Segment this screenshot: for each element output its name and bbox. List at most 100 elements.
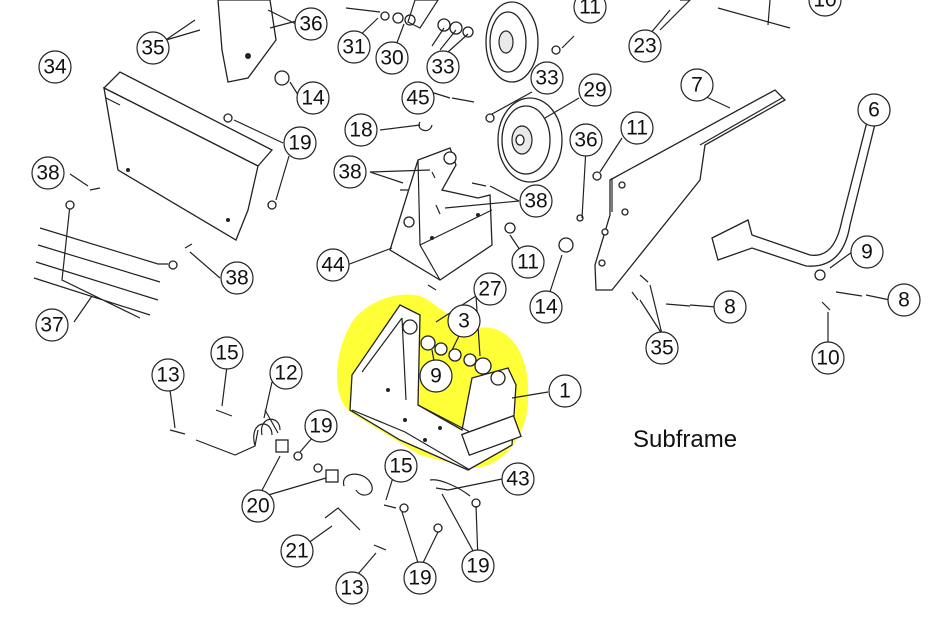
callout-13a: 13 <box>151 358 185 392</box>
callout-8b: 8 <box>887 283 921 317</box>
svg-text:19: 19 <box>309 415 332 438</box>
svg-text:6: 6 <box>868 99 880 122</box>
callout-38b: 38 <box>333 155 367 189</box>
callout-43: 43 <box>501 462 535 496</box>
callout-6: 6 <box>857 93 891 127</box>
callout-27: 27 <box>473 272 507 306</box>
svg-text:9: 9 <box>861 241 873 264</box>
svg-text:27: 27 <box>478 278 501 301</box>
handle-part <box>711 109 879 267</box>
svg-text:36: 36 <box>299 13 322 36</box>
svg-text:19: 19 <box>466 555 489 578</box>
svg-text:15: 15 <box>215 342 238 365</box>
svg-text:38: 38 <box>36 162 59 185</box>
mount-bracket-part <box>389 147 493 281</box>
callout-18: 18 <box>344 113 378 147</box>
callout-7: 7 <box>680 68 714 102</box>
callout-9a: 9 <box>419 359 453 393</box>
svg-text:11: 11 <box>579 0 601 19</box>
svg-text:1: 1 <box>559 380 571 403</box>
callout-21: 21 <box>280 534 314 568</box>
svg-text:33: 33 <box>535 67 558 90</box>
svg-text:13: 13 <box>340 577 363 600</box>
svg-text:43: 43 <box>506 468 529 491</box>
svg-text:38: 38 <box>225 267 248 290</box>
upper-left-bracket <box>217 0 277 83</box>
callout-13b: 13 <box>335 571 369 605</box>
svg-text:33: 33 <box>431 56 454 79</box>
callout-30: 30 <box>375 41 409 75</box>
callout-10a: 10 <box>811 341 845 375</box>
callout-14a: 14 <box>296 81 330 115</box>
callout-11c: 11 <box>511 245 545 279</box>
svg-text:37: 37 <box>40 314 63 337</box>
svg-text:35: 35 <box>141 37 164 60</box>
svg-text:21: 21 <box>285 540 308 563</box>
callout-19a: 19 <box>283 126 317 160</box>
svg-text:12: 12 <box>274 362 297 385</box>
wire-guard-part <box>33 200 178 319</box>
idler-pulley-part <box>497 97 563 183</box>
callout-19d: 19 <box>461 549 495 583</box>
pivot-pin-part <box>275 439 387 551</box>
callout-3: 3 <box>447 304 481 338</box>
svg-text:34: 34 <box>43 56 67 79</box>
upper-right-bracket <box>659 0 691 31</box>
leader-lines <box>69 9 891 582</box>
callout-38c: 38 <box>519 184 553 218</box>
callout-36a: 36 <box>294 7 328 41</box>
callout-19b: 19 <box>304 409 338 443</box>
callout-29: 29 <box>578 73 612 107</box>
callout-19c: 19 <box>403 561 437 595</box>
callout-15a: 15 <box>210 336 244 370</box>
callout-33b: 33 <box>530 61 564 95</box>
callout-45: 45 <box>401 81 435 115</box>
callout-23: 23 <box>628 29 662 63</box>
callout-10b: 10 <box>808 0 842 17</box>
diagram-title: Subframe <box>633 426 737 453</box>
callout-9b: 9 <box>850 235 884 269</box>
callout-36b: 36 <box>569 123 603 157</box>
callout-38d: 38 <box>220 261 254 295</box>
svg-text:8: 8 <box>724 296 736 319</box>
svg-text:19: 19 <box>408 567 431 590</box>
svg-text:9: 9 <box>430 365 442 388</box>
callout-20: 20 <box>241 489 275 523</box>
svg-text:23: 23 <box>633 35 656 58</box>
svg-text:11: 11 <box>626 117 648 140</box>
svg-text:14: 14 <box>301 87 325 110</box>
svg-text:18: 18 <box>349 119 372 142</box>
callout-35a: 35 <box>136 31 170 65</box>
svg-text:38: 38 <box>524 190 547 213</box>
callout-12: 12 <box>269 356 303 390</box>
side-plate-part <box>594 89 787 291</box>
svg-text:19: 19 <box>288 132 311 155</box>
svg-text:14: 14 <box>534 296 558 319</box>
spring-part <box>169 409 281 456</box>
svg-text:20: 20 <box>246 495 269 518</box>
callout-31: 31 <box>337 30 371 64</box>
svg-text:31: 31 <box>342 36 365 59</box>
svg-text:36: 36 <box>574 129 597 152</box>
svg-text:11: 11 <box>517 251 539 274</box>
shield-part <box>102 71 274 241</box>
subframe-part <box>349 304 522 471</box>
callout-8a: 8 <box>713 290 747 324</box>
svg-text:13: 13 <box>156 364 179 387</box>
upper-pulley-part <box>485 1 539 83</box>
svg-text:30: 30 <box>380 47 403 70</box>
svg-text:38: 38 <box>338 161 361 184</box>
callout-44: 44 <box>316 248 350 282</box>
svg-text:29: 29 <box>583 79 606 102</box>
svg-text:44: 44 <box>321 254 345 277</box>
callout-14b: 14 <box>529 290 563 324</box>
washer-nut-stack <box>420 335 492 375</box>
svg-text:10: 10 <box>813 0 836 12</box>
svg-text:45: 45 <box>406 87 429 110</box>
callout-34: 34 <box>38 50 72 84</box>
callout-15b: 15 <box>384 449 418 483</box>
callout-1: 1 <box>548 374 582 408</box>
svg-text:15: 15 <box>389 455 412 478</box>
callout-11b: 11 <box>620 111 654 145</box>
